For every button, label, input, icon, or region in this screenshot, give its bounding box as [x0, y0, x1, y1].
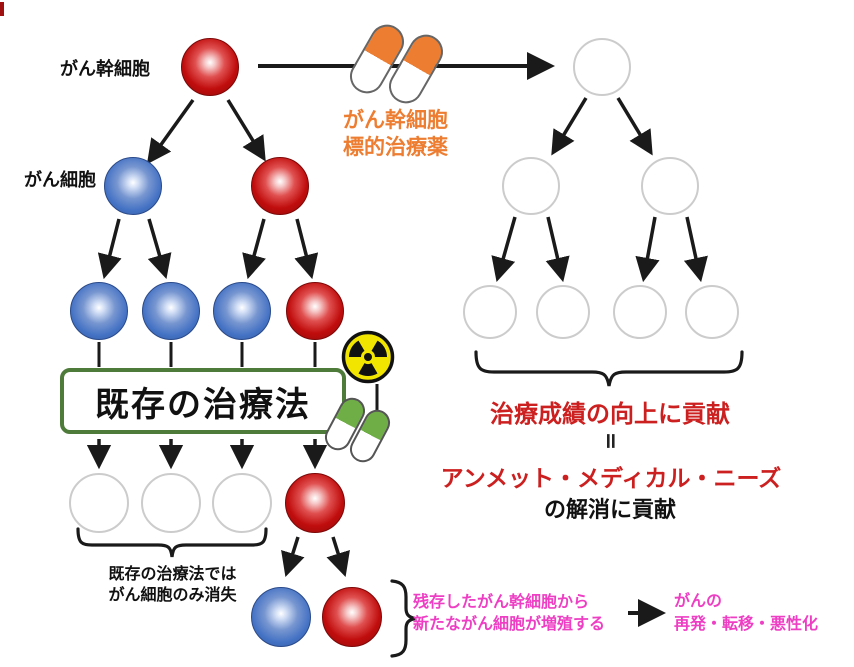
cancer-cell-label: がん細胞 [24, 170, 96, 191]
eliminated-cell-circle [212, 473, 272, 533]
right-underbrace [474, 350, 744, 387]
radiation-icon [340, 329, 396, 389]
cancer-cell-circle [213, 282, 271, 340]
cancer-cell-circle [104, 157, 162, 215]
equals-sign: = [598, 431, 623, 451]
existing-result-line2: がん細胞のみ消失 [108, 585, 237, 604]
targeted-drug-label-line2: 標的治療薬 [343, 135, 448, 159]
targeted-drug-label-line1: がん幹細胞 [343, 108, 448, 132]
treated-cell-circle [573, 38, 631, 96]
stem-cell-label: がん幹細胞 [60, 59, 150, 80]
new-cancer-cell-circle [251, 587, 311, 647]
existing-result-line1: 既存の治療法では [108, 564, 237, 583]
unmet-needs-suffix-label: の解消に貢献 [543, 498, 676, 523]
targeted-drug-label: がん幹細胞 標的治療薬 [308, 107, 483, 161]
surviving-stem-cell-circle [285, 473, 345, 533]
new-stem-cell-circle [322, 587, 382, 647]
left-underbrace [76, 527, 268, 558]
eliminated-cell-circle [141, 473, 201, 533]
treated-cell-circle [502, 157, 560, 215]
treated-cell-circle [536, 285, 590, 339]
relapse-result-line2: 再発・転移・悪性化 [674, 614, 819, 633]
treatment-outcome-label: 治療成績の向上に貢献 [490, 400, 730, 428]
treated-cell-circle [685, 285, 739, 339]
surviving-cells-brace [390, 579, 416, 658]
existing-treatment-box: 既存の治療法 [60, 368, 346, 434]
relapse-result-line1: がんの [674, 591, 723, 610]
relapse-result-label: がんの 再発・転移・悪性化 [674, 589, 818, 635]
treated-cell-circle [641, 157, 699, 215]
stem-cell-circle [286, 282, 344, 340]
eliminated-cell-circle [69, 473, 129, 533]
corner-artifact [0, 2, 4, 16]
cancer-cell-circle [70, 282, 128, 340]
treated-cell-circle [463, 285, 517, 339]
unmet-medical-needs-label: アンメット・メディカル・ニーズ [440, 466, 782, 492]
relapse-cause-label: 残存したがん幹細胞から 新たながん細胞が増殖する [413, 591, 605, 635]
relapse-cause-line1: 残存したがん幹細胞から [413, 592, 590, 611]
existing-treatment-result-label: 既存の治療法では がん細胞のみ消失 [80, 563, 265, 605]
cancer-cell-circle [142, 282, 200, 340]
stem-cell-circle [181, 38, 239, 96]
treated-cell-circle [613, 285, 667, 339]
relapse-cause-line2: 新たながん細胞が増殖する [413, 614, 606, 633]
existing-treatment-label: 既存の治療法 [95, 384, 311, 425]
stem-cell-circle [251, 157, 309, 215]
